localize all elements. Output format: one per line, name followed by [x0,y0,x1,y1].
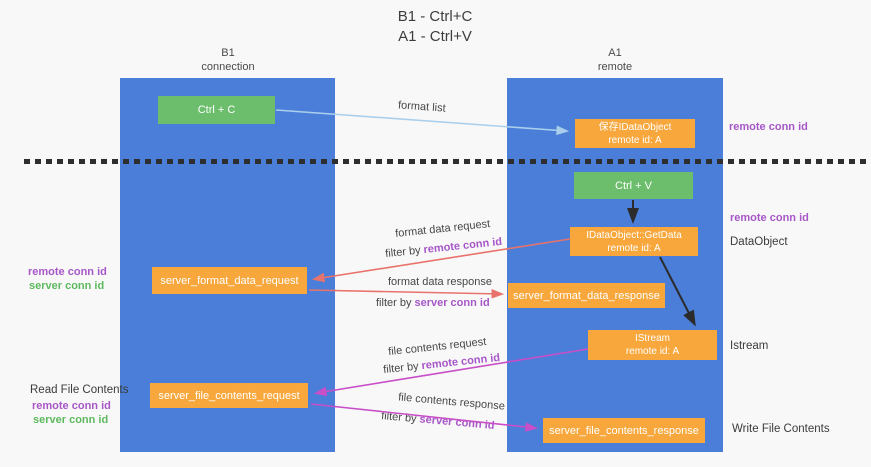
ctrl-c-label: Ctrl + C [197,104,236,116]
getdata-line1: IDataObject::GetData [586,229,682,241]
server-file-contents-response-label: server_file_contents_response [549,424,699,437]
filter-by-text: filter by [384,244,422,261]
server-file-contents-request-box: server_file_contents_request [150,383,308,408]
filter-by-text: filter by [380,410,418,426]
format-data-response-arrow [308,289,505,299]
file-contents-response-label: file contents response [397,391,506,413]
server-conn-id-inline: server conn id [419,413,495,432]
lane-b1-subtitle: connection [201,61,255,73]
ctrl-v-label: Ctrl + V [615,179,652,192]
save-idataobject-line1: 保存IDataObject [598,121,672,133]
filter-by-text: filter by [376,297,412,309]
remote-conn-id-inline: remote conn id [420,351,501,373]
save-idataobject-box: 保存IDataObject remote id: A [575,119,695,148]
getdata-line2: remote id: A [607,242,661,254]
server-conn-id-label-bottom-left: server conn id [33,414,109,426]
server-format-data-response-box: server_format_data_response [508,283,665,308]
format-data-response-label: format data response [388,276,492,288]
remote-conn-id-label-top-right: remote conn id [729,121,808,133]
remote-conn-id-inline: remote conn id [422,235,503,257]
istream-side-label: Istream [730,340,769,352]
remote-conn-id-label-mid-right: remote conn id [730,212,809,224]
lane-a1-title: A1 [608,47,622,59]
lane-a1-subtitle: remote [597,61,633,73]
lane-b1-title: B1 [221,47,235,59]
server-file-contents-request-label: server_file_contents_request [158,389,300,402]
remote-conn-id-label-mid-left: remote conn id [28,266,107,278]
dataobject-label: DataObject [730,236,788,248]
istream-box: IStream remote id: A [588,330,717,360]
write-file-contents-label: Write File Contents [732,423,830,435]
lane-header-a1: A1 remote [507,46,723,74]
title-line2: A1 - Ctrl+V [398,28,472,45]
title-line1: B1 - Ctrl+C [397,8,473,25]
filter-by-text: filter by [382,360,420,377]
format-list-label: format list [397,99,447,115]
server-format-data-request-box: server_format_data_request [152,267,307,294]
ctrl-v-box: Ctrl + V [574,172,693,199]
format-data-request-label: format data request [394,218,491,240]
ctrl-c-box: Ctrl + C [158,96,275,124]
istream-line2: remote id: A [625,346,680,357]
read-file-contents-label: Read File Contents [30,384,129,396]
server-file-contents-response-box: server_file_contents_response [543,418,705,443]
server-conn-id-inline: server conn id [414,297,490,309]
lane-header-b1: B1 connection [120,46,336,74]
phase-divider-dashed-line [24,159,871,164]
server-format-data-request-label: server_format_data_request [160,274,299,287]
server-format-data-response-label: server_format_data_response [513,289,660,302]
server-conn-id-label-mid-left: server conn id [29,280,105,292]
remote-conn-id-label-bottom-left: remote conn id [32,400,111,412]
istream-line1: IStream [634,333,670,344]
idataobject-getdata-box: IDataObject::GetData remote id: A [570,227,698,256]
save-idataobject-line2: remote id: A [608,134,662,146]
diagram-title: B1 - Ctrl+C A1 - Ctrl+V [330,7,540,47]
